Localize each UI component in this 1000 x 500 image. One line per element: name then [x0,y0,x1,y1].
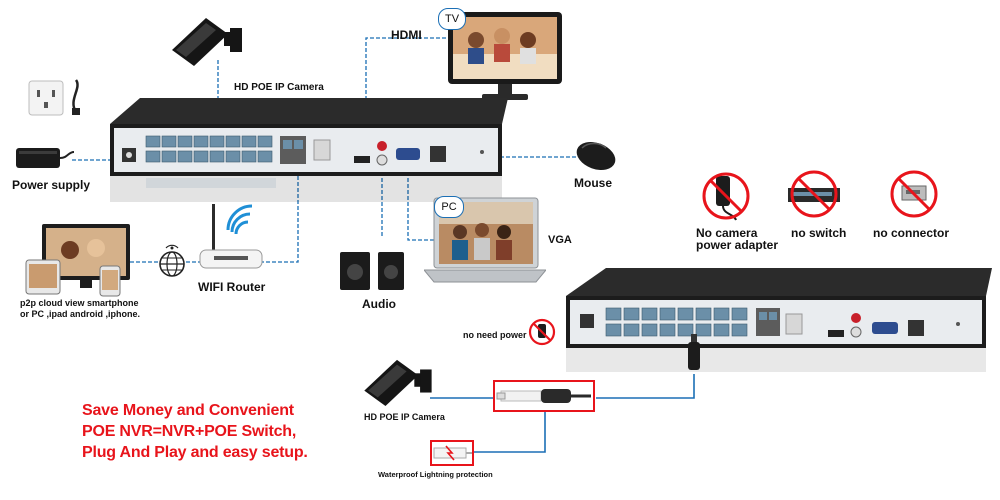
waterproof-label: Waterproof Lightning protection [378,470,493,479]
power-plug-icon [66,78,86,116]
connector-highlight-box [493,380,595,412]
no-power-icon [528,318,556,346]
promo-line1: Save Money and Convenient [82,400,308,421]
mouse-label: Mouse [574,176,612,190]
no-switch-label: no switch [791,226,846,240]
camera-bottom-icon [360,356,434,406]
rj45-cable-icon [686,334,702,378]
no-camera-label-line2: power adapter [696,238,778,252]
tv-tag: TV [438,8,466,30]
pc-tag: PC [434,196,464,218]
audio-speakers-icon [338,248,408,292]
nvr-bottom-device [566,266,992,376]
camera-top-label: HD POE IP Camera [234,82,324,93]
no-connector-label: no connector [873,226,949,240]
lightning-protector-icon [432,442,472,464]
promo-text: Save Money and Convenient POE NVR=NVR+PO… [82,400,308,463]
line-connector-lightning [474,412,545,452]
camera-top-icon [168,14,244,66]
wifi-router-label: WIFI Router [198,280,265,294]
lightning-box [430,440,474,466]
p2p-devices-icon [22,222,136,298]
p2p-label-line2: or PC ,ipad android ,iphone. [20,309,140,319]
no-adapter-icon [700,170,752,222]
globe-icon [156,242,188,280]
no-connector-icon [888,168,940,220]
promo-line3: Plug And Play and easy setup. [82,442,308,463]
p2p-label-line1: p2p cloud view smartphone [20,298,139,308]
hdmi-label: HDMI [391,28,422,42]
audio-label: Audio [362,297,396,311]
waterproof-connector-icon [495,382,593,410]
promo-line2: POE NVR=NVR+POE Switch, [82,421,308,442]
no-need-power-label: no need power [463,330,527,340]
wall-outlet-icon [28,80,64,116]
no-switch-icon [784,168,844,220]
mouse-icon [572,138,618,172]
wifi-router-icon [196,200,272,276]
vga-label: VGA [548,234,572,246]
power-supply-label: Power supply [12,178,90,192]
nvr-top-device [110,96,508,206]
camera-bottom-label: HD POE IP Camera [364,412,445,422]
line-connector-nvr [596,374,694,398]
power-adapter-icon [14,142,76,172]
